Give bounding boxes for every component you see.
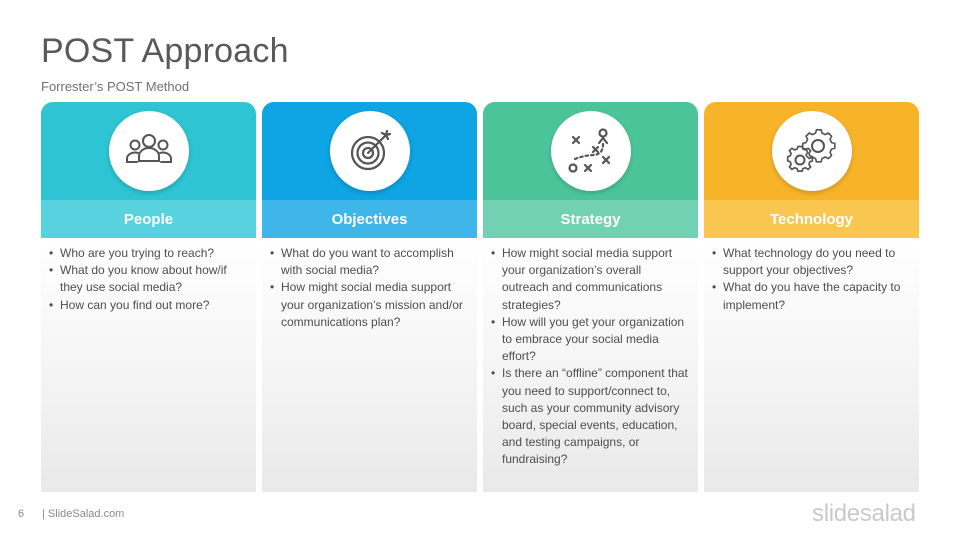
- icon-badge-objectives: [329, 111, 410, 191]
- icon-badge-technology: [771, 111, 852, 191]
- column-strategy: Strategy How might social media support …: [483, 102, 698, 492]
- slide-title: POST Approach: [41, 32, 289, 70]
- brand-logo: slidesalad: [812, 500, 916, 527]
- column-label-people: People: [41, 200, 256, 238]
- bullet-item: How might social media support your orga…: [491, 245, 688, 314]
- column-body-strategy: How might social media support your orga…: [483, 238, 698, 492]
- column-body-people: Who are you trying to reach? What do you…: [41, 238, 256, 492]
- column-body-technology: What technology do you need to support y…: [704, 238, 919, 492]
- column-header-people: [41, 102, 256, 200]
- column-objectives: Objectives What do you want to accomplis…: [262, 102, 477, 492]
- column-label-objectives: Objectives: [262, 200, 477, 238]
- bullet-item: How can you find out more?: [49, 297, 246, 314]
- bullet-item: How will you get your organization to em…: [491, 314, 688, 366]
- column-label-strategy: Strategy: [483, 200, 698, 238]
- bullet-item: Is there an “offline” component that you…: [491, 365, 688, 468]
- bullet-item: What do you have the capacity to impleme…: [712, 279, 909, 313]
- bullet-item: What do you know about how/if they use s…: [49, 262, 246, 296]
- column-body-objectives: What do you want to accomplish with soci…: [262, 238, 477, 492]
- people-group-icon: [125, 134, 172, 163]
- page-number: 6: [18, 508, 25, 520]
- bullet-item: How might social media support your orga…: [270, 279, 467, 331]
- column-technology: Technology What technology do you need t…: [704, 102, 919, 492]
- column-header-technology: [704, 102, 919, 200]
- column-header-strategy: [483, 102, 698, 200]
- column-people: People Who are you trying to reach? What…: [41, 102, 256, 492]
- bullet-item: What do you want to accomplish with soci…: [270, 245, 467, 279]
- post-columns: People Who are you trying to reach? What…: [41, 102, 919, 492]
- strategy-play-icon: [567, 128, 610, 173]
- footer-site: | SlideSalad.com: [42, 508, 125, 520]
- column-header-objectives: [262, 102, 477, 200]
- slide-subtitle: Forrester’s POST Method: [41, 79, 190, 94]
- icon-badge-people: [108, 111, 189, 191]
- icon-badge-strategy: [550, 111, 631, 191]
- column-label-technology: Technology: [704, 200, 919, 238]
- bullet-item: What technology do you need to support y…: [712, 245, 909, 279]
- target-icon: [350, 129, 391, 171]
- bullet-item: Who are you trying to reach?: [49, 245, 246, 262]
- gears-icon: [786, 129, 836, 173]
